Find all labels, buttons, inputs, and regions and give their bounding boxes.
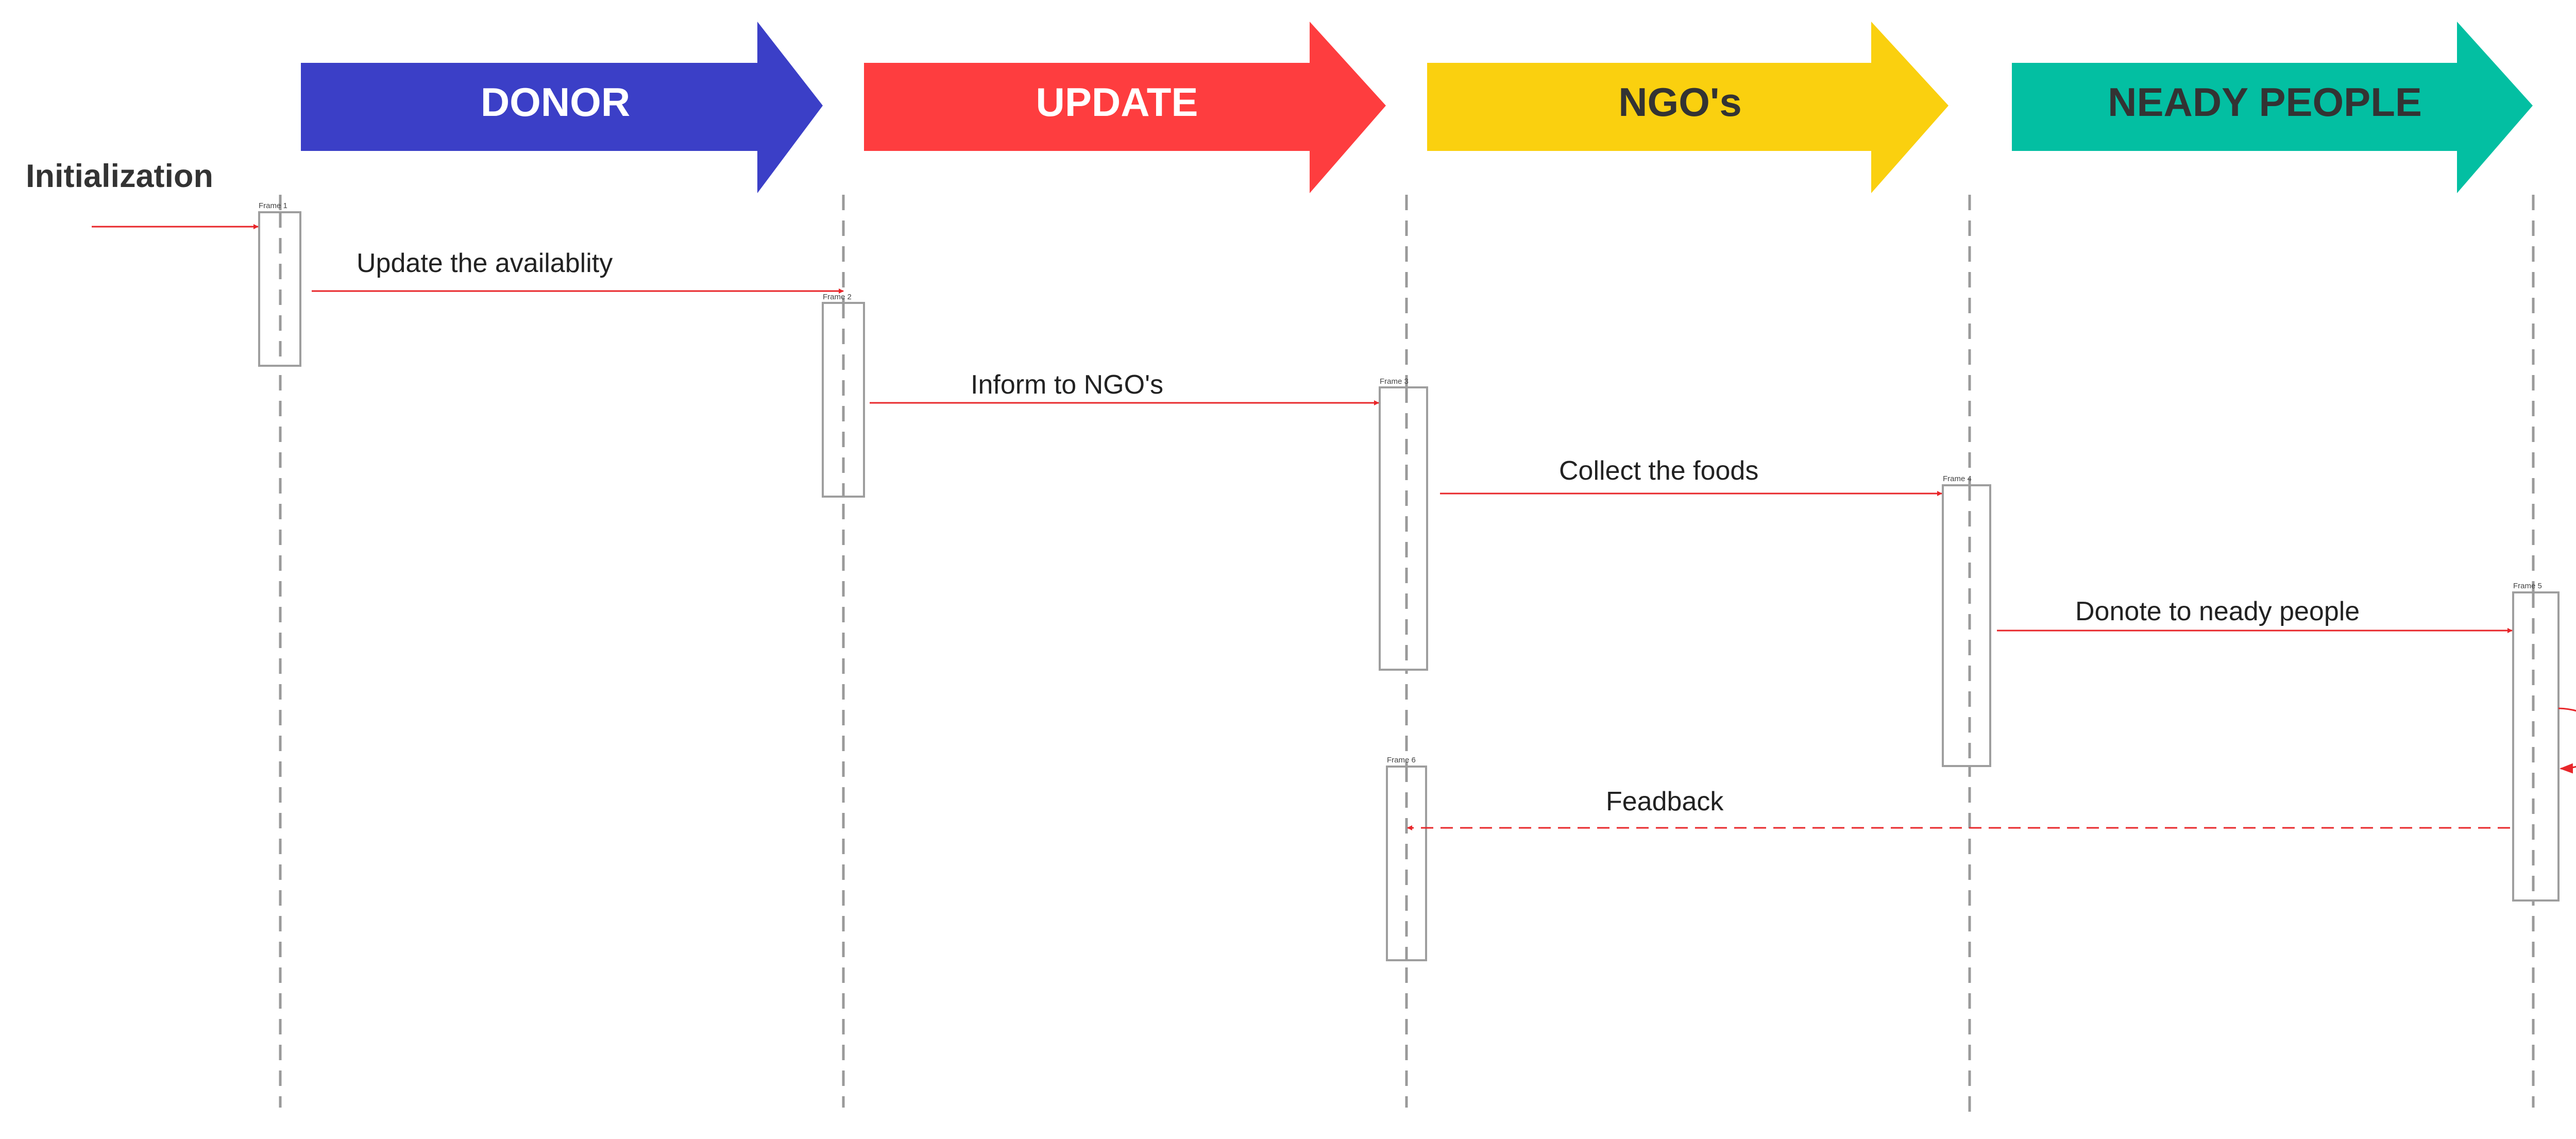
frame-6: Frame 6: [1386, 756, 1427, 961]
frame-1-label: Frame 1: [259, 201, 287, 210]
lane-header-neady-people: NEADY PEOPLE: [2012, 22, 2533, 193]
frame-2: Frame 2: [822, 293, 865, 498]
frame-5-label: Frame 5: [2513, 582, 2542, 590]
message-4-label: Donote to neady people: [2075, 597, 2360, 626]
lane-header-update: UPDATE: [864, 22, 1386, 193]
frame-5: Frame 5: [2512, 582, 2560, 902]
lane-label-donor: DONOR: [481, 79, 630, 125]
lane-arrow-update: [864, 22, 1386, 193]
frame-5-box: [2512, 591, 2560, 902]
lane-label-neady-people: NEADY PEOPLE: [2108, 79, 2422, 125]
frame-4-box: [1942, 484, 1991, 767]
message-2-label: Inform to NGO's: [971, 370, 1163, 400]
lane-label-update: UPDATE: [1036, 79, 1198, 125]
self-loop-arrow: [2558, 707, 2576, 774]
frame-3-box: [1379, 386, 1428, 671]
frame-3: Frame 3: [1379, 377, 1428, 671]
frame-1-box: [258, 211, 301, 367]
lane-header-donor: DONOR: [301, 22, 823, 193]
lane-label-ngos: NGO's: [1618, 79, 1742, 125]
frame-4-label: Frame 4: [1943, 474, 1972, 483]
frame-4: Frame 4: [1942, 474, 1991, 767]
lane-arrow-donor: [301, 22, 823, 193]
frame-1: Frame 1: [258, 201, 301, 367]
lane-arrow-ngos: [1427, 22, 1948, 193]
diagram-title: Initialization: [26, 158, 213, 194]
lane-arrow-neady-people: [2012, 22, 2533, 193]
frame-6-label: Frame 6: [1387, 756, 1416, 764]
frame-3-label: Frame 3: [1380, 377, 1409, 386]
message-1-label: Update the availablity: [357, 248, 613, 278]
frame-2-label: Frame 2: [823, 293, 852, 301]
message-3-label: Collect the foods: [1559, 456, 1758, 486]
message-5-label: Feadback: [1606, 787, 1724, 817]
lane-header-ngos: NGO's: [1427, 22, 1948, 193]
